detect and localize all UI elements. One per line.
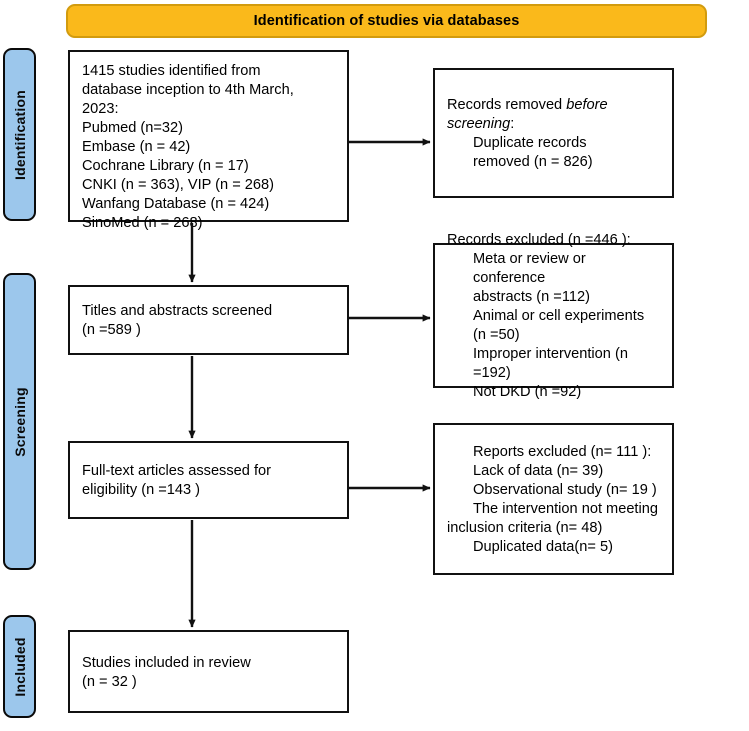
phase-pill-included: Included	[3, 615, 36, 718]
removed-line-4: removed (n = 826)	[473, 153, 593, 170]
banner-label: Identification of studies via databases	[253, 13, 520, 29]
included-line-2: (n = 32 )	[82, 673, 137, 690]
fulltext-assessed-box: Full-text articles assessed for eligibil…	[68, 441, 349, 519]
identified-line-1: 1415 studies identified from	[82, 63, 261, 79]
titles-abstracts-screened-box: Titles and abstracts screened (n =589 )	[68, 285, 349, 355]
identified-line-7: CNKI (n = 363), VIP (n = 268)	[82, 176, 274, 193]
studies-included-box: Studies included in review (n = 32 )	[68, 630, 349, 713]
identified-line-3: 2023:	[82, 100, 119, 117]
identified-line-9: SinoMed (n = 268)	[82, 214, 203, 231]
removed-line-2: screening:	[447, 115, 660, 134]
identified-line-4: Pubmed (n=32)	[82, 119, 184, 136]
rec-excluded-item-3: Animal or cell experiments (n =50)	[473, 308, 649, 343]
rec-excluded-item-2: abstracts (n =112)	[473, 289, 590, 306]
phase-pill-screening: Screening	[3, 273, 36, 570]
removed-text-em-before: before	[566, 97, 608, 114]
rep-excluded-item-4: inclusion criteria (n= 48)	[447, 519, 603, 536]
records-removed-box: Records removed before screening: Duplic…	[433, 68, 674, 198]
fulltext-line-1: Full-text articles assessed for	[82, 463, 271, 480]
reports-excluded-box: Reports excluded (n= 111 ): Lack of data…	[433, 423, 674, 575]
rep-excluded-item-3: The intervention not meeting	[473, 501, 658, 517]
records-identified-box: 1415 studies identified from database in…	[68, 50, 349, 231]
removed-text-colon: :	[510, 116, 515, 133]
removed-line-1: Records removed before	[447, 96, 660, 115]
rec-excluded-item-5: Not DKD (n =92)	[473, 383, 582, 400]
rec-excluded-item-1: Meta or review or conference	[473, 251, 590, 287]
removed-line-3: Duplicate records	[473, 135, 587, 151]
identified-line-5: Embase (n = 42)	[82, 138, 191, 155]
screened-line-2: (n =589 )	[82, 322, 141, 338]
phase-pill-identification: Identification	[3, 48, 36, 221]
rep-excluded-item-5: Duplicated data(n= 5)	[473, 538, 613, 555]
rep-excluded-header: Reports excluded (n= 111 ):	[473, 444, 652, 461]
rec-excluded-item-4: Improper intervention (n =192)	[473, 345, 632, 381]
identified-line-6: Cochrane Library (n = 17)	[82, 157, 249, 174]
rec-excluded-header: Records excluded (n =446 ):	[447, 232, 631, 249]
fulltext-line-2: eligibility (n =143 )	[82, 482, 201, 498]
records-excluded-box: Records excluded (n =446 ): Meta or revi…	[433, 232, 674, 400]
removed-text-em-screening: screening	[447, 116, 511, 133]
removed-text-pre: Records removed	[447, 97, 567, 114]
diagram-banner-title: Identification of studies via databases	[66, 4, 707, 38]
identified-line-8: Wanfang Database (n = 424)	[82, 195, 270, 212]
screened-line-1: Titles and abstracts screened	[82, 303, 273, 320]
rep-excluded-item-2: Observational study (n= 19 )	[473, 482, 657, 499]
rep-excluded-item-1: Lack of data (n= 39)	[473, 463, 604, 480]
included-line-1: Studies included in review	[82, 654, 251, 671]
identified-line-2: database inception to 4th March,	[82, 81, 294, 98]
